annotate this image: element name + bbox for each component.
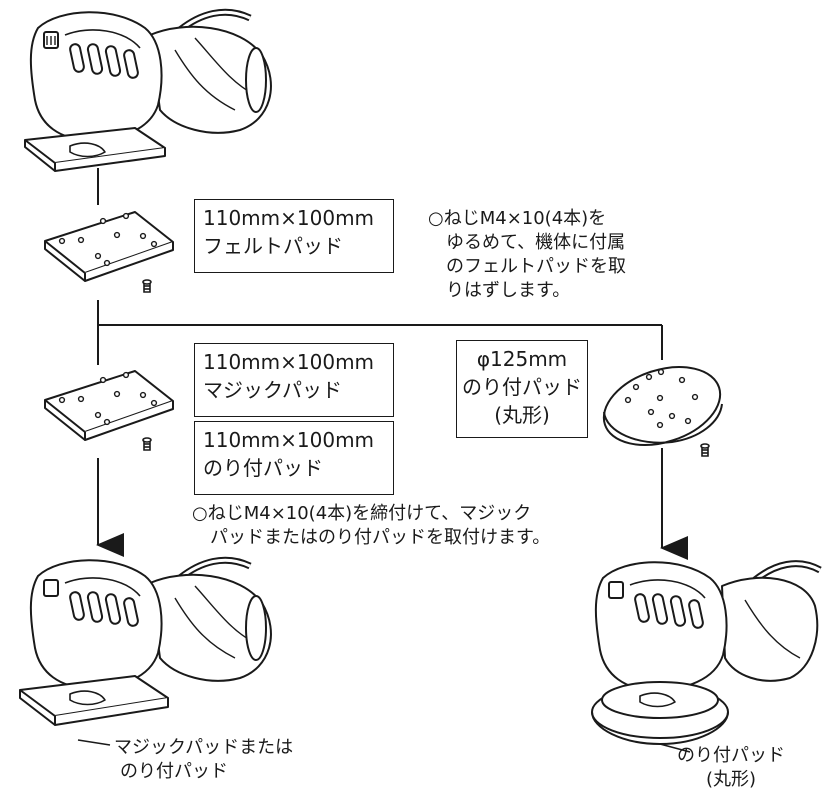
magic-pad-illustration [44, 370, 174, 441]
felt-pad-illustration [44, 211, 174, 282]
felt-pad-size: 110mm×100mm [203, 206, 375, 230]
screw-icon [700, 443, 710, 457]
round-pad-label-box: φ125mm のり付パッド (丸形) [456, 340, 588, 438]
callout-line: のり付パッド [120, 761, 228, 782]
note-line: りはずします。 [446, 280, 571, 301]
round-pad-shape: (丸形) [494, 403, 550, 427]
callout-line: (丸形) [705, 769, 757, 790]
note-line: パッドまたはのり付パッドを取付けます。 [210, 527, 551, 548]
felt-pad-name: フェルトパッド [203, 234, 343, 258]
attach-pad-note: ○ねじM4×10(4本)を締付けて、マジック パッドまたはのり付パッドを取付けま… [192, 502, 550, 550]
screw-icon [142, 437, 152, 451]
callout-line: マジックパッドまたは [114, 737, 294, 758]
glue-pad-size: 110mm×100mm [203, 428, 375, 452]
felt-pad-label-box: 110mm×100mm フェルトパッド [194, 199, 394, 273]
sander-square-pad-illustration [19, 556, 272, 746]
glue-pad-label-box: 110mm×100mm のり付パッド [194, 421, 394, 495]
note-line: ○ねじM4×10(4本)を [428, 208, 607, 229]
round-pad-illustration [602, 366, 723, 446]
sander-top-illustration [24, 8, 272, 172]
remove-felt-pad-note: ○ねじM4×10(4本)を ゆるめて、機体に付属 のフェルトパッドを取 りはずし… [428, 207, 626, 303]
sander-round-pad-illustration [591, 560, 822, 753]
screw-icon [142, 279, 152, 293]
round-pad-size: φ125mm [476, 347, 568, 371]
round-pad-callout: のり付パッド (丸形) [672, 744, 790, 792]
callout-line: のり付パッド [677, 745, 785, 766]
square-pad-callout: マジックパッドまたは のり付パッド [114, 736, 293, 784]
round-pad-name: のり付パッド [462, 375, 582, 399]
note-line: のフェルトパッドを取 [446, 256, 626, 277]
magic-pad-size: 110mm×100mm [203, 350, 375, 374]
magic-pad-name: マジックパッド [203, 378, 342, 402]
note-line: ゆるめて、機体に付属 [446, 232, 626, 253]
note-line: ○ねじM4×10(4本)を締付けて、マジック [192, 503, 532, 524]
magic-pad-label-box: 110mm×100mm マジックパッド [194, 343, 394, 417]
glue-pad-name: のり付パッド [203, 456, 323, 480]
flow-lines [97, 168, 663, 365]
